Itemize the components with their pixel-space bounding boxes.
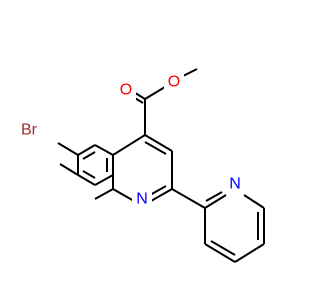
bond-c2-pyridyl: [171, 188, 206, 209]
bond-pyridyl-ring-e: [204, 243, 236, 263]
bond-c8-c8a: [77, 144, 96, 156]
bond-c4-c3-inner: [144, 141, 167, 155]
ether-oxygen-label: O: [168, 74, 180, 91]
bond-c8-bromine: [57, 142, 79, 156]
bond-pyridyl-ring-d: [234, 243, 265, 263]
bond-c8a-c4a: [94, 144, 114, 156]
bond-benzo-lower-left: [59, 163, 79, 176]
bromine-label: Br: [21, 122, 38, 139]
bond-c4-c4a: [112, 134, 146, 156]
bond-c4-c3: [144, 134, 173, 152]
chemical-structure-drawing: O O Br N N: [14, 68, 265, 263]
bond-c5-c6: [94, 174, 114, 186]
bond-c6-c7: [77, 174, 96, 186]
bond-layer: [57, 68, 265, 263]
atom-label-layer: O O Br N N: [14, 72, 245, 209]
bond-c2-n1-inner: [149, 185, 167, 196]
bond-pyridyl-ring-e-inner: [210, 240, 236, 256]
bond-pyridyl-ring-b: [243, 194, 265, 209]
quinoline-nitrogen-label: N: [136, 191, 148, 208]
bond-c6-c7-inner: [82, 170, 96, 179]
bond-pyridyl-ring-a-inner: [205, 191, 223, 202]
bond-methyl-oxygen: [182, 68, 198, 77]
bond-c2-n1: [150, 188, 173, 202]
pyridine-nitrogen-label: N: [229, 176, 241, 193]
bond-pyridyl-ring-a: [204, 194, 227, 209]
bond-n1-c8a: [112, 188, 135, 202]
bond-benzo-lower-right: [94, 188, 114, 200]
carbonyl-oxygen-label: O: [120, 82, 132, 99]
bond-c8-c8a-inner: [82, 151, 96, 160]
